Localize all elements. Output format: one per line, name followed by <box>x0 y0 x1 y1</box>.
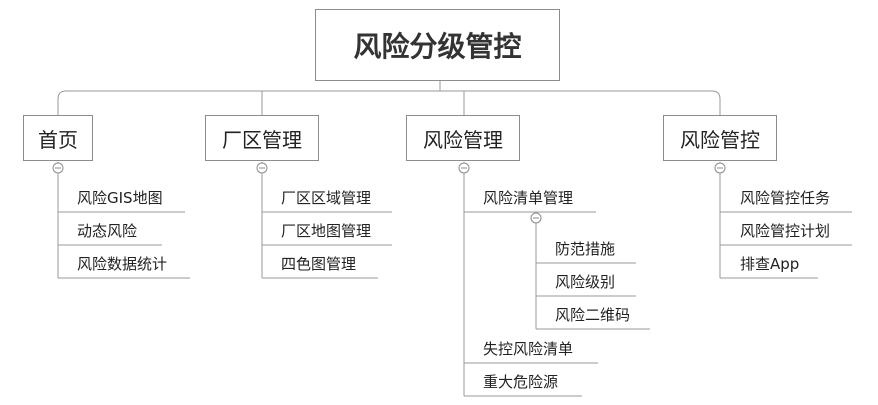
minus-circle-icon[interactable] <box>52 162 64 174</box>
leaf-label: 四色图管理 <box>281 255 357 273</box>
branch-risk-management-connectors <box>463 162 650 397</box>
branch-node-label: 风险管理 <box>423 127 503 152</box>
root-connectors <box>57 80 721 115</box>
branch-node-risk-control[interactable]: 风险管控 <box>663 115 777 161</box>
leaf-label: 风险清单管理 <box>483 189 574 207</box>
root-node-label: 风险分级管控 <box>353 30 522 63</box>
leaf-preventive-measures[interactable]: 防范措施 <box>555 240 615 258</box>
leaf-risk-control-task[interactable]: 风险管控任务 <box>740 189 830 207</box>
leaf-factory-zone-management[interactable]: 厂区区域管理 <box>281 189 371 207</box>
leaf-label: 厂区区域管理 <box>281 189 372 207</box>
branch-node-label: 厂区管理 <box>222 127 302 152</box>
minus-circle-icon[interactable] <box>530 212 542 224</box>
branch-node-home[interactable]: 首页 <box>23 115 93 161</box>
leaf-out-of-control-risk-list[interactable]: 失控风险清单 <box>483 340 573 358</box>
leaf-label: 风险级别 <box>555 273 616 291</box>
leaf-label: 厂区地图管理 <box>281 222 372 240</box>
leaf-dynamic-risk[interactable]: 动态风险 <box>77 222 137 240</box>
leaf-label: 失控风险清单 <box>483 340 574 358</box>
branch-home-connectors <box>57 162 190 279</box>
leaf-label: 风险数据统计 <box>77 255 168 273</box>
branch-factory-connectors <box>261 162 392 279</box>
leaf-label: 风险管控任务 <box>740 189 831 207</box>
leaf-major-hazard-source[interactable]: 重大危险源 <box>483 373 558 391</box>
minus-circle-icon[interactable] <box>714 162 726 174</box>
leaf-four-color-map-management[interactable]: 四色图管理 <box>281 255 356 273</box>
minus-circle-icon[interactable] <box>458 162 470 174</box>
branch-node-risk-management[interactable]: 风险管理 <box>406 115 520 161</box>
branch-risk-control-connectors <box>719 162 852 279</box>
leaf-risk-data-statistics[interactable]: 风险数据统计 <box>77 255 167 273</box>
leaf-label: 动态风险 <box>77 222 138 240</box>
minus-circle-icon[interactable] <box>256 162 268 174</box>
leaf-label: 防范措施 <box>555 240 616 258</box>
branch-node-factory-management[interactable]: 厂区管理 <box>205 115 319 161</box>
root-bus <box>57 90 721 115</box>
leaf-risk-control-plan[interactable]: 风险管控计划 <box>740 222 830 240</box>
leaf-label: 排查App <box>740 255 800 273</box>
root-node[interactable]: 风险分级管控 <box>315 9 560 81</box>
leaf-risk-qr-code[interactable]: 风险二维码 <box>555 306 630 324</box>
branch-node-label: 首页 <box>38 127 78 152</box>
leaf-label: 风险二维码 <box>555 306 631 324</box>
leaf-factory-map-management[interactable]: 厂区地图管理 <box>281 222 371 240</box>
leaf-label: 风险GIS地图 <box>77 189 163 207</box>
leaf-inspection-app[interactable]: 排查App <box>740 255 799 273</box>
leaf-label: 风险管控计划 <box>740 222 831 240</box>
leaf-risk-list-management[interactable]: 风险清单管理 <box>483 189 573 207</box>
branch-node-label: 风险管控 <box>680 127 760 152</box>
leaf-risk-gis-map[interactable]: 风险GIS地图 <box>77 189 163 207</box>
leaf-risk-level[interactable]: 风险级别 <box>555 273 615 291</box>
leaf-label: 重大危险源 <box>483 373 559 391</box>
